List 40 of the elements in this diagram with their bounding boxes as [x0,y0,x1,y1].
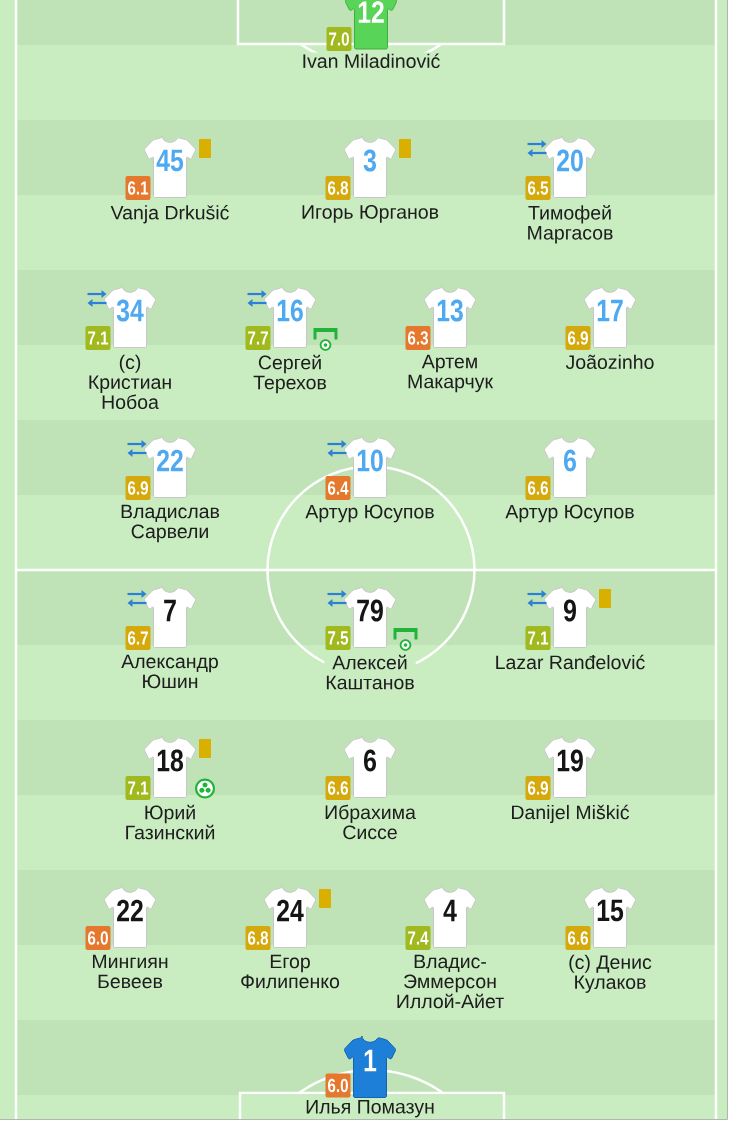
player-name: Мингиян Бевеев [90,953,170,990]
player-name: Артем Макарчук [406,353,494,394]
rating-badge: 6.4 [325,476,351,500]
rating-badge: 6.6 [525,476,551,500]
rating-badge: 6.9 [565,326,591,350]
player-name: Александр Юшин [120,653,220,690]
rating-badge: 6.0 [85,926,111,950]
player-name: Владис-Эммерсон Иллой-Айет [394,953,506,1010]
rating-badge: 7.4 [405,926,431,950]
rating-badge: 6.9 [525,776,551,800]
player-name: Илья Помазун [304,1099,436,1119]
rating-badge: 7.1 [85,326,111,350]
rating-badge: 6.6 [565,926,591,950]
rating-badge: 6.3 [405,326,431,350]
player-name: Алексей Каштанов [324,653,416,691]
player-name: Юрий Газинский [123,803,217,841]
rating-badge: 7.7 [245,326,271,350]
player-name: Артур Юсупов [304,503,436,524]
player-name: Danijel Miškić [509,803,631,825]
player-name: Артур Юсупов [504,503,636,524]
player-name: Vanja Drkušić [109,204,231,225]
player-name: Игорь Юрганов [300,204,440,224]
rating-badge: 6.5 [525,176,551,200]
player-name: Владислав Сарвели [119,503,221,544]
player-name: Егор Филипенко [239,953,341,990]
player-name: Ибрахима Сиссе [323,803,417,841]
rating-badge: 6.6 [325,776,351,800]
rating-badge: 6.1 [125,176,151,200]
rating-badge: 7.1 [125,776,151,800]
rating-badge: 6.8 [245,926,271,950]
rating-badge: 6.7 [125,626,151,650]
rating-badge: 7.1 [525,626,551,650]
player-name: (c) Кристиан Нобоа [86,353,174,411]
player-name: (c) Денис Кулаков [567,953,653,994]
rating-badge: 7.5 [325,626,351,650]
rating-badge: 6.0 [325,1073,351,1098]
player-name: Сергей Терехов [252,353,328,395]
rating-badge: 6.8 [325,176,351,200]
player-name: Тимофей Маргасов [525,204,615,245]
rating-badge: 6.9 [125,476,151,500]
